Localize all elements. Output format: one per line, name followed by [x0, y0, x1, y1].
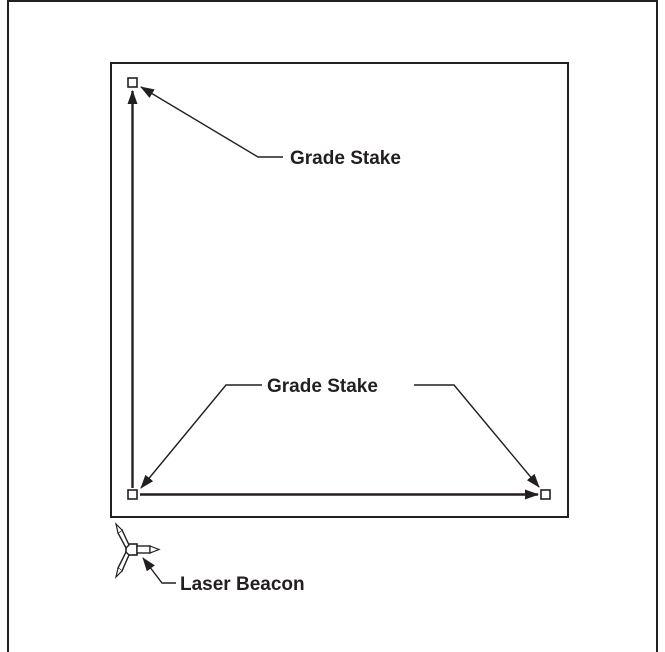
grade-stake-bottom-left [127, 489, 138, 500]
label-bottom-grade-stake: Grade Stake [267, 376, 378, 397]
laser-beacon-icon [114, 522, 161, 579]
leader-line-bottom-left-stake [140, 384, 262, 489]
grade-stake-bottom-right [540, 489, 551, 500]
grade-stake-top-left [127, 77, 138, 88]
leader-line-bottom-right-stake [414, 384, 540, 488]
figure-frame [7, 0, 658, 652]
leader-line-top-stake [140, 86, 283, 158]
leader-line-laser-beacon [142, 557, 176, 584]
label-laser-beacon: Laser Beacon [180, 574, 305, 595]
label-top-grade-stake: Grade Stake [290, 148, 401, 169]
site-boundary [110, 62, 569, 518]
